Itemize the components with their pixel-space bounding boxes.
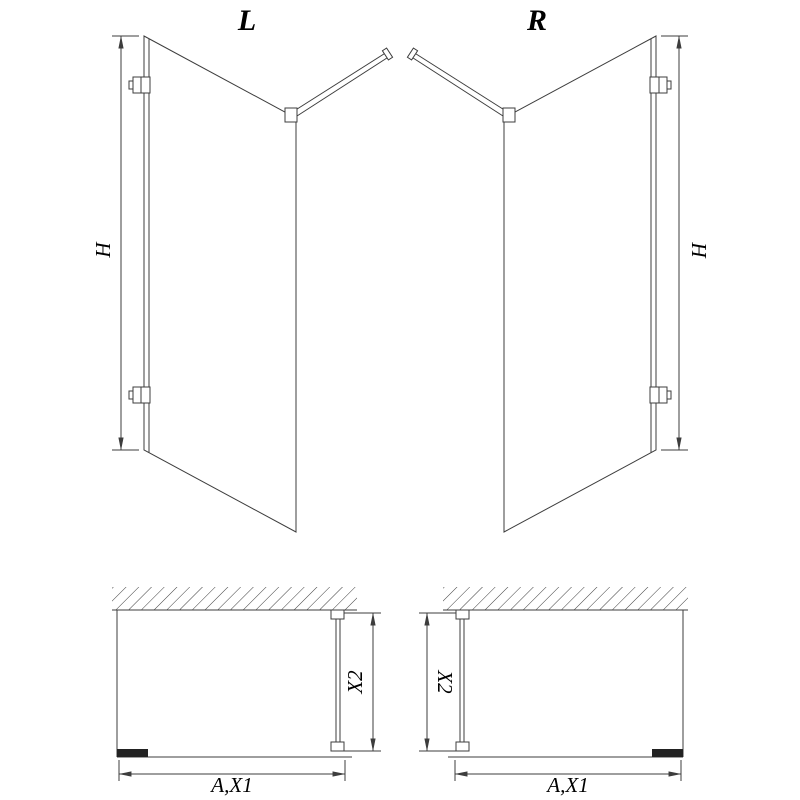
tray-profile-right [652, 749, 683, 757]
wall-bracket-top-left [128, 76, 151, 94]
enclosure-outline-left [116, 610, 352, 758]
height-dim-label-right: H [687, 241, 711, 259]
glass-panel-plan-left [330, 609, 345, 752]
support-bar-right [406, 47, 516, 123]
linework [112, 35, 688, 781]
width-dimension-left [118, 760, 346, 781]
variant-label-right: R [526, 4, 547, 37]
wall-hatch-right [443, 587, 688, 611]
width-dim-label-left: A,X1 [209, 773, 252, 797]
width-dimension-right [454, 760, 682, 781]
height-dimension-right [661, 35, 688, 451]
diagram-labels: L R H H X2 X2 A,X1 A,X1 [91, 4, 711, 797]
wall-hatch-left [112, 587, 357, 611]
plan-view-right [419, 587, 688, 781]
wall-bracket-bottom-right [649, 386, 672, 404]
plan-view-left [112, 587, 381, 781]
height-dimension-left [112, 35, 139, 451]
glass-panel-right [503, 35, 657, 533]
enclosure-outline-right [448, 610, 684, 758]
width-dim-label-right: A,X1 [545, 773, 588, 797]
variant-label-left: L [237, 4, 256, 37]
height-dim-label-left: H [91, 241, 115, 259]
glass-panel-plan-right [455, 609, 470, 752]
elevation-left [112, 35, 394, 533]
glass-panel-left [143, 35, 297, 533]
depth-dim-label-right: X2 [433, 669, 457, 694]
depth-dim-label-left: X2 [343, 670, 367, 695]
support-bar-left [284, 47, 394, 123]
depth-dimension-left [344, 612, 381, 752]
wall-bracket-bottom-left [128, 386, 151, 404]
tray-profile-left [117, 749, 148, 757]
depth-dimension-right [419, 612, 456, 752]
elevation-right [406, 35, 688, 533]
wall-bracket-top-right [649, 76, 672, 94]
